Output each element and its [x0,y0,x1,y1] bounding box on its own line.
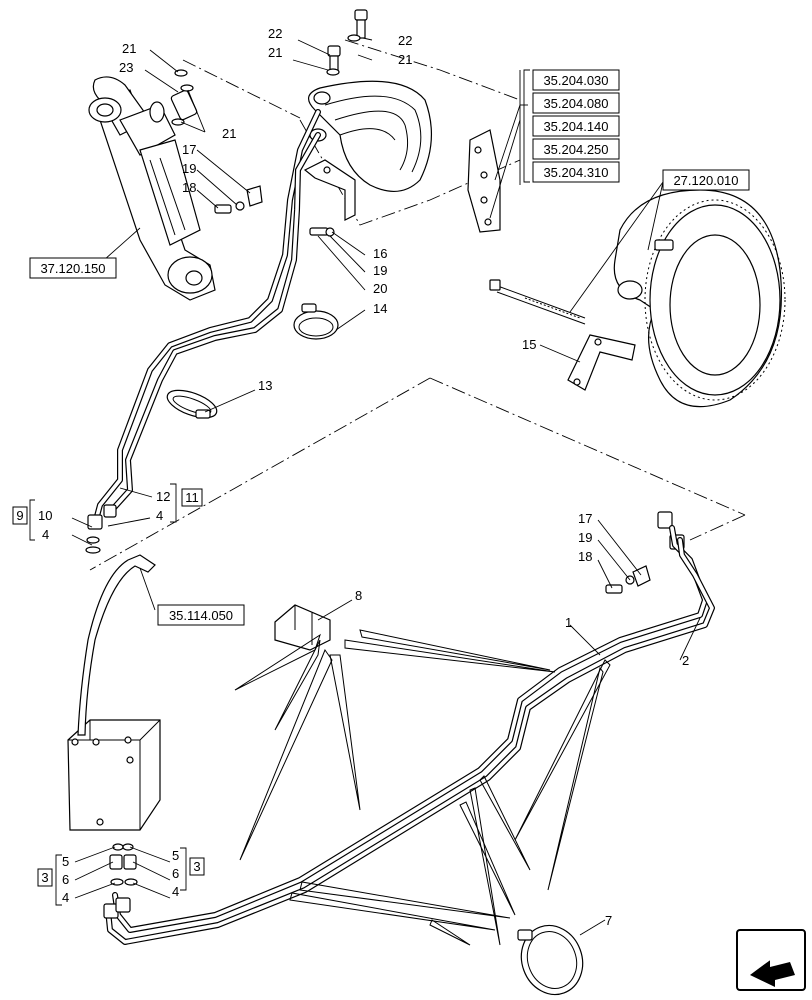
group-box-3-left[interactable]: 3 [37,854,62,906]
callout-18-lower: 18 [578,549,592,564]
callout-21-top: 21 [122,41,136,56]
hose-clamp-14 [293,303,339,340]
callout-13: 13 [258,378,272,393]
ref-box-37-120-150[interactable]: 37.120.150 [29,257,117,279]
callout-2: 2 [682,653,689,668]
ref-35-204-030-label: 35.204.030 [543,73,608,88]
group-11-label: 11 [185,490,199,505]
hose-35-114-050 [77,554,156,736]
o-rings-4-left [85,536,101,554]
ref-35-114-050-label: 35.114.050 [169,608,233,623]
group-box-3-right[interactable]: 3 [180,847,205,891]
ref-35-204-250-label: 35.204.250 [543,142,608,157]
illustration-rays [234,629,611,946]
ref-37-120-150-label: 37.120.150 [40,261,105,276]
fitting-23 [170,69,198,126]
callout-5-right: 5 [172,848,179,863]
callout-20: 20 [373,281,387,296]
callout-21-right: 21 [398,52,412,67]
callout-6-right: 6 [172,866,179,881]
previous-page-arrow-icon[interactable] [736,929,806,991]
callout-4-right-of-10: 4 [156,508,163,523]
banjo-bolt-upper [347,9,368,42]
bracket-16 [303,159,356,221]
group-3-left-label: 3 [41,870,48,885]
ref-27-120-010-label: 27.120.010 [673,173,738,188]
clamp-8 [274,604,331,651]
callout-19-mid: 19 [373,263,387,278]
callout-4-left-bottom: 4 [62,890,69,905]
rigid-lines-1-2 [103,525,715,945]
callout-19-upper: 19 [182,161,196,176]
callout-5-left: 5 [62,854,69,869]
callout-18-upper: 18 [182,180,196,195]
manifold-plate [467,129,501,233]
callout-1: 1 [565,615,572,630]
bracket-15 [567,334,636,391]
ref-box-35-114-050[interactable]: 35.114.050 [157,604,245,626]
callout-4-left-of-10: 4 [42,527,49,542]
callout-numbers: 22 21 22 21 21 23 21 17 19 18 16 19 20 1… [38,26,689,928]
callout-17-lower: 17 [578,511,592,526]
callout-14: 14 [373,301,387,316]
ref-stack-35-204[interactable]: 35.204.030 35.204.080 35.204.140 35.204.… [523,69,620,183]
callout-19-lower: 19 [578,530,592,545]
hydraulic-hose-coil [308,80,432,192]
callout-22-left: 22 [268,26,282,41]
group-box-9[interactable]: 9 [12,499,35,541]
clip-17-upper [214,185,263,214]
callout-10: 10 [38,508,52,523]
hose-clamp-13 [166,389,218,419]
callout-12: 12 [156,489,170,504]
hydraulic-cylinder [88,76,216,301]
clamp-7 [517,924,584,996]
banjo-bolt-lower [326,45,341,76]
ref-35-204-310-label: 35.204.310 [543,165,608,180]
ref-35-204-140-label: 35.204.140 [543,119,608,134]
callout-7: 7 [605,913,612,928]
callout-15: 15 [522,337,536,352]
callout-4-right-bottom: 4 [172,884,179,899]
callout-16: 16 [373,246,387,261]
callout-8: 8 [355,588,362,603]
callout-21-mid: 21 [268,45,282,60]
valve-block [67,719,161,831]
callout-6-left: 6 [62,872,69,887]
ref-box-27-120-010[interactable]: 27.120.010 [662,169,750,191]
group-3-right-label: 3 [193,859,200,874]
group-box-11[interactable]: 11 [170,483,203,523]
clip-17-lower [605,565,651,594]
rigid-line-12-11 [87,109,321,530]
callout-17-upper: 17 [182,142,196,157]
leader-lines [71,37,701,936]
long-bolt-assembly [489,279,586,325]
bolt-20 [309,227,335,237]
callout-22-right: 22 [398,33,412,48]
group-9-label: 9 [16,508,23,523]
gear-housing [613,189,786,408]
fittings-5-6-4 [109,843,138,886]
callout-23: 23 [119,60,133,75]
callout-21-lower: 21 [222,126,236,141]
ref-35-204-080-label: 35.204.080 [543,96,608,111]
